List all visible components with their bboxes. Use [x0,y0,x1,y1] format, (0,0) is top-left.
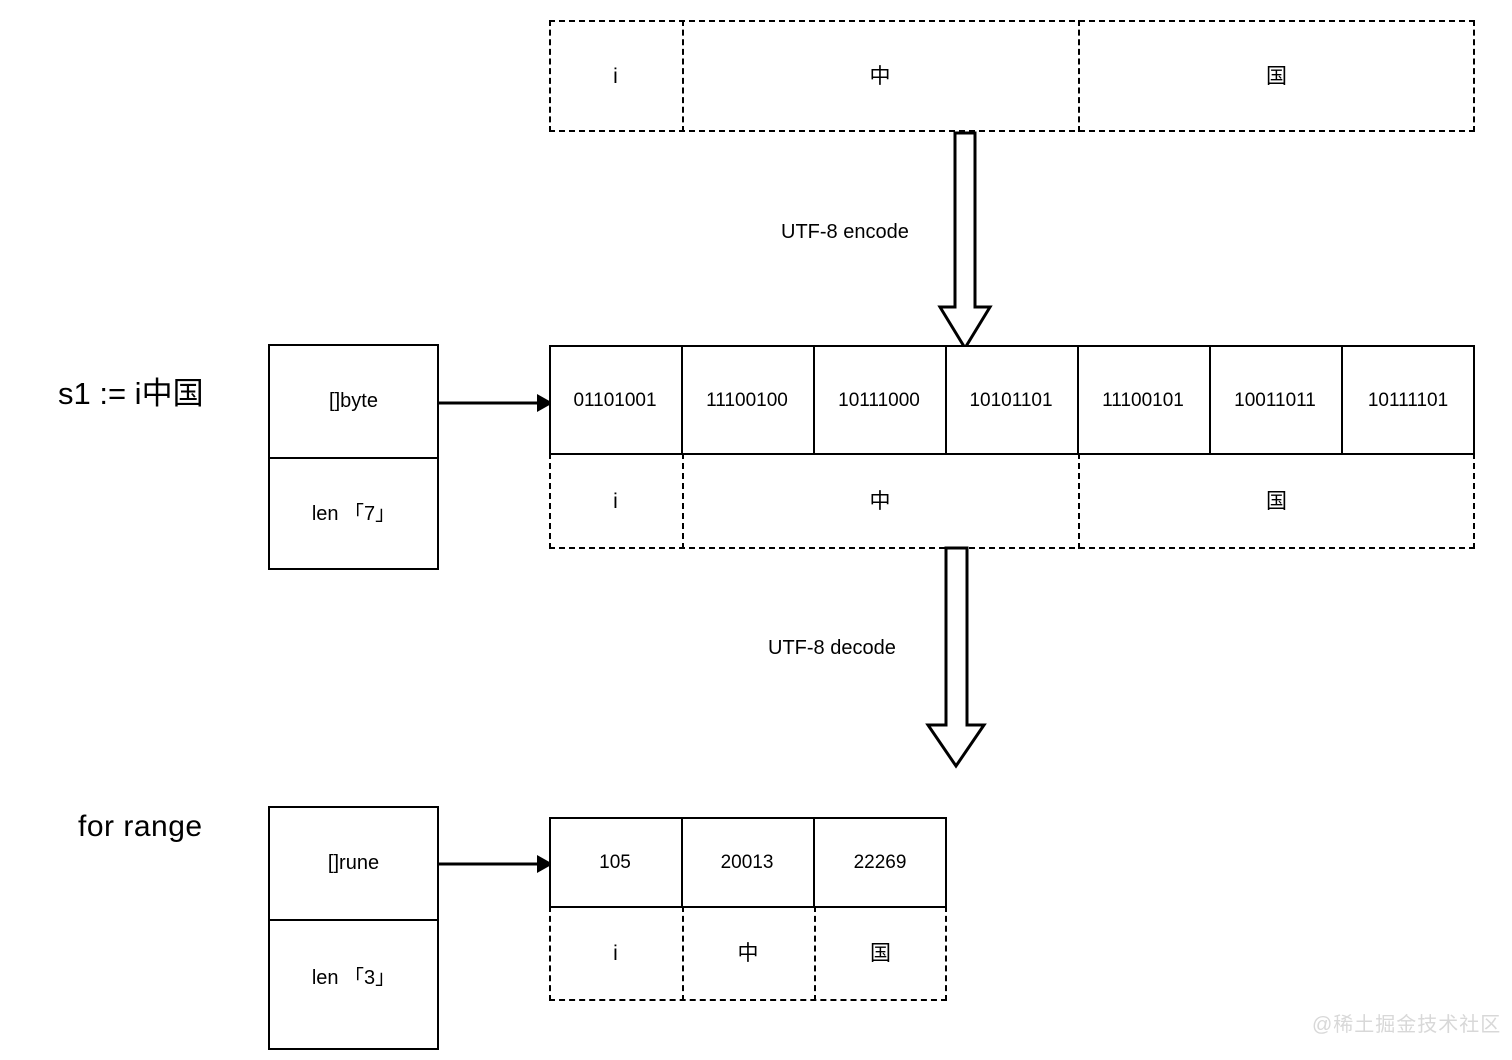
for-range-label: for range [78,810,203,843]
rune-struct-divider [268,919,439,921]
watermark: @稀土掘金技术社区 [1312,1014,1502,1036]
bytes-char-cell-2: 国 [1266,489,1287,513]
byte-cell-0: 01101001 [573,389,657,411]
utf8-decode-label: UTF-8 decode [768,637,896,659]
utf8-encode-label: UTF-8 encode [781,221,909,243]
bytes-char-cell-0: i [613,489,618,513]
bytes-divider-6 [1341,345,1343,455]
byte-cell-2: 10111000 [838,389,920,411]
utf8-encode-arrow [937,131,993,351]
rune-char-strip [549,906,947,1001]
top-char-divider-2 [1078,20,1080,132]
byte-cell-5: 10011011 [1234,389,1316,411]
top-char-strip [549,20,1475,132]
top-char-cell-1: 中 [869,64,891,88]
bytes-divider-1 [681,345,683,455]
byte-struct-divider [268,457,439,459]
rune-cell-2: 22269 [853,852,907,873]
rune-struct-len: len 「3」 [311,967,396,989]
rune-char-divider-2 [814,906,816,1001]
bytes-divider-3 [945,345,947,455]
byte-cell-4: 11100101 [1102,389,1184,411]
bytes-divider-4 [1077,345,1079,455]
rune-char-cell-0: i [613,942,618,965]
byte-cell-6: 10111101 [1367,389,1449,411]
byte-struct-len: len 「7」 [311,502,396,525]
rune-divider-2 [813,817,815,908]
top-char-divider-1 [682,20,684,132]
rune-divider-1 [681,817,683,908]
byte-pointer-arrow [439,394,553,412]
rune-row [549,817,947,908]
rune-char-cell-2: 国 [870,942,891,965]
rune-cell-0: 105 [599,852,631,873]
top-char-cell-2: 国 [1266,64,1287,88]
bytes-divider-5 [1209,345,1211,455]
rune-struct-box [268,806,439,1050]
rune-cell-1: 20013 [720,852,774,873]
rune-struct-type: []rune [327,851,380,874]
byte-struct-type: []byte [329,389,378,412]
byte-cell-3: 10101101 [969,389,1053,411]
top-char-cell-0: i [613,64,618,88]
bytes-char-strip [549,453,1475,549]
rune-char-divider-1 [682,906,684,1001]
declaration-label: s1 := i中国 [58,376,204,411]
bytes-char-cell-1: 中 [869,489,891,513]
bytes-char-divider-1 [682,453,684,549]
utf8-decode-arrow [925,546,987,769]
rune-char-cell-1: 中 [737,942,759,965]
rune-pointer-arrow [439,855,553,873]
bytes-char-divider-2 [1078,453,1080,549]
byte-cell-1: 11100100 [706,389,788,411]
bytes-divider-2 [813,345,815,455]
